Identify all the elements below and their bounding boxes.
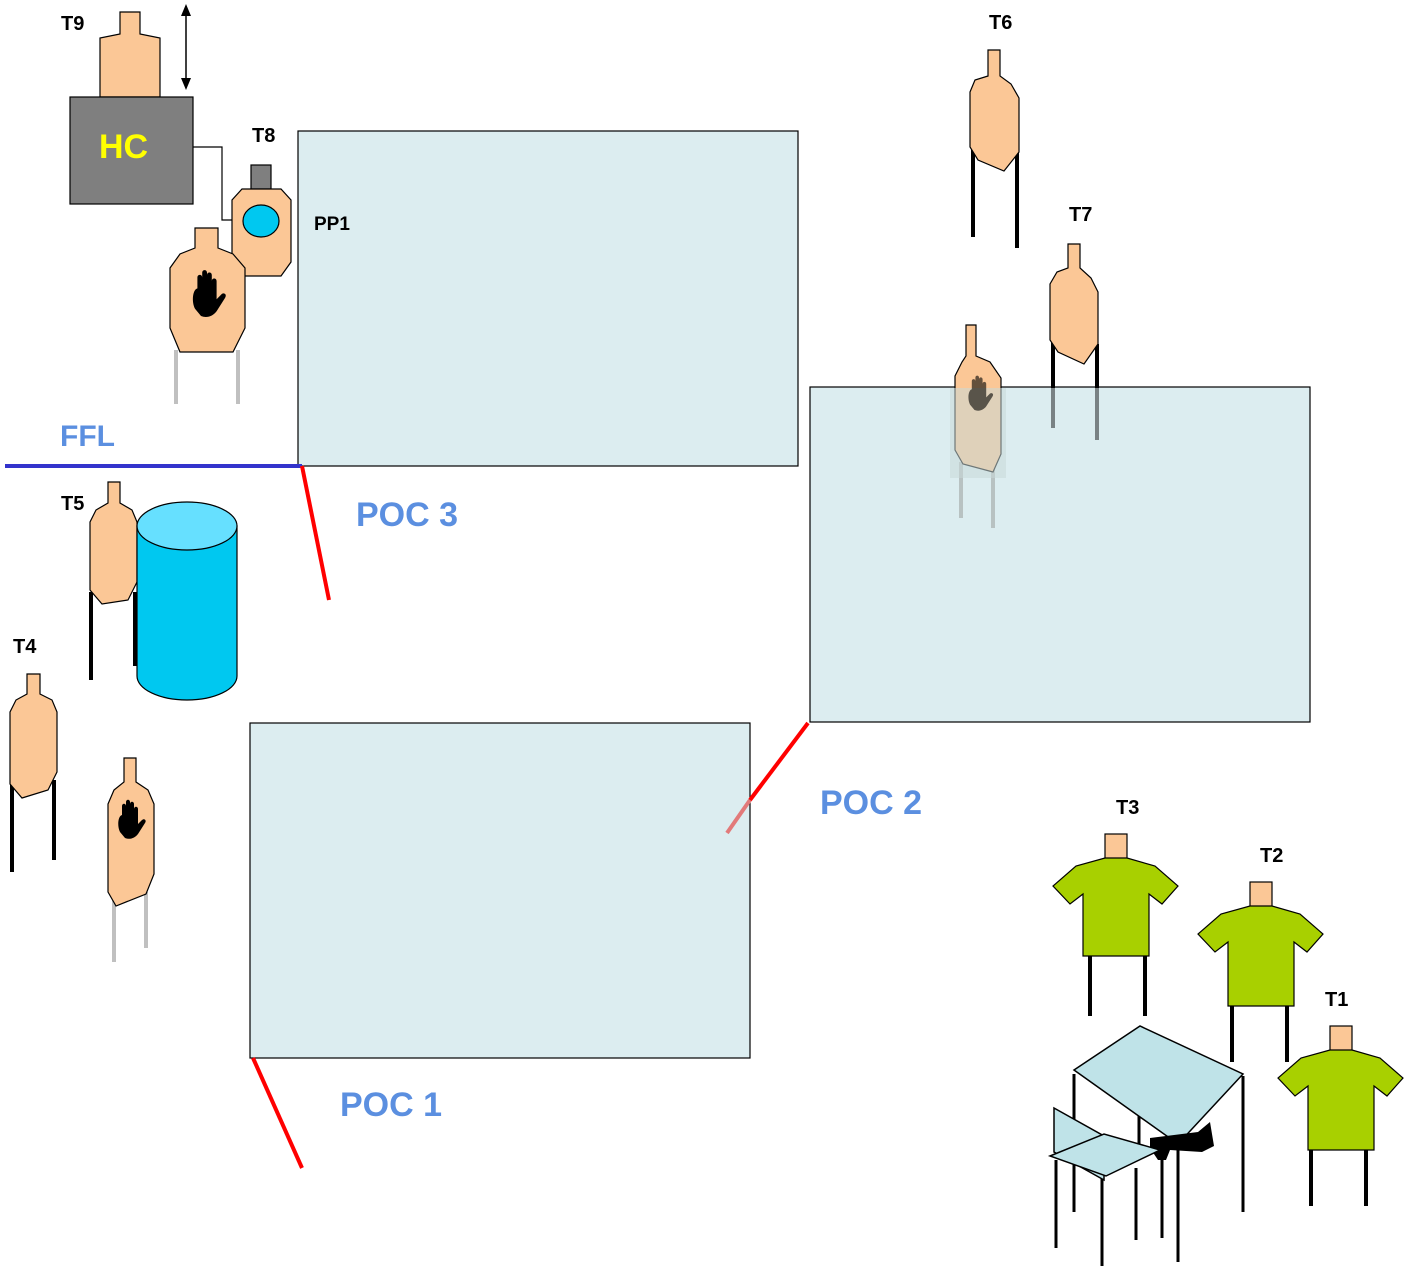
poc3-label: POC 3: [356, 496, 458, 534]
t2-label: T2: [1260, 845, 1283, 867]
poc2-line-faded: [725, 798, 752, 835]
t3-neck: [1104, 833, 1128, 861]
t5-label: T5: [61, 493, 84, 515]
t3-label: T3: [1116, 797, 1139, 819]
t4-label: T4: [13, 636, 37, 658]
poc3-line: [300, 465, 331, 601]
t9-label: T9: [61, 13, 84, 35]
t8-label: T8: [252, 125, 275, 147]
target-t1: [1277, 1049, 1404, 1151]
t6-label: T6: [989, 12, 1012, 34]
target-t4: [9, 673, 58, 799]
poc2-line: [748, 721, 810, 802]
panel-poc1: [249, 722, 751, 1059]
t1-neck: [1329, 1025, 1353, 1053]
pp1-plate: [242, 204, 280, 238]
t7-label: T7: [1069, 204, 1092, 226]
table-icon: [1072, 1025, 1245, 1262]
poc2-label: POC 2: [820, 784, 922, 822]
hc-wire: [193, 146, 238, 221]
hc-box: [69, 96, 194, 205]
t2-neck: [1249, 881, 1273, 909]
t7-legs-shade: [1045, 388, 1105, 442]
double-arrow-icon: [181, 4, 191, 90]
poc1-line: [251, 1057, 304, 1169]
target-t9: [99, 11, 161, 98]
camera-icon: [250, 164, 272, 190]
target-t2: [1197, 905, 1324, 1007]
target-t3: [1052, 857, 1179, 957]
pistol-icon: [1150, 1122, 1214, 1160]
target-t6: [969, 49, 1020, 172]
panel-poc2: [809, 386, 1311, 723]
hc-label: HC: [99, 128, 148, 166]
target-t5: [89, 481, 138, 605]
chair-icon: [1047, 1106, 1164, 1266]
poc1-label: POC 1: [340, 1086, 442, 1124]
ffl-label: FFL: [60, 420, 115, 453]
pp1-label: PP1: [314, 214, 350, 235]
target-t7: [1049, 243, 1099, 365]
t1-label: T1: [1325, 989, 1348, 1011]
barrel-icon: [136, 501, 238, 701]
panel-poc3: [297, 130, 799, 467]
